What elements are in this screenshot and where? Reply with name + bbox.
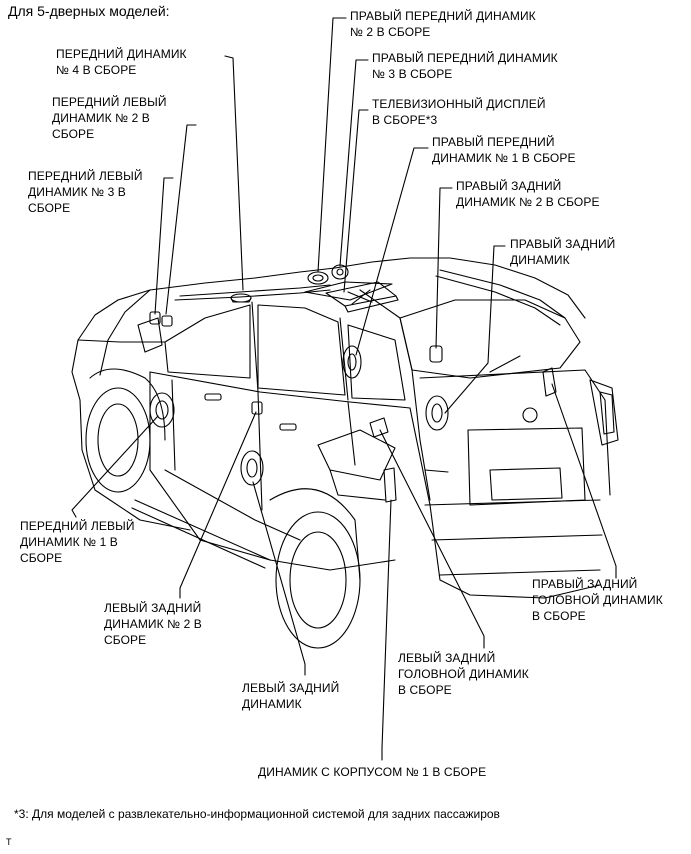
label-front-left-speaker-1: ПЕРЕДНИЙ ЛЕВЫЙ ДИНАМИК № 1 В СБОРЕ: [20, 519, 135, 565]
label-right-rear-speaker: ПРАВЫЙ ЗАДНИЙ ДИНАМИК: [510, 237, 616, 267]
corner-mark: T: [6, 837, 12, 847]
label-front-left-speaker-2: ПЕРЕДНИЙ ЛЕВЫЙ ДИНАМИК № 2 В СБОРЕ: [52, 95, 167, 141]
label-right-front-speaker-2: ПРАВЫЙ ПЕРЕДНИЙ ДИНАМИК № 2 В СБОРЕ: [350, 9, 536, 39]
label-left-rear-speaker-2: ЛЕВЫЙ ЗАДНИЙ ДИНАМИК № 2 В СБОРЕ: [104, 601, 202, 647]
leader-lines: [71, 17, 617, 761]
label-front-left-speaker-3: ПЕРЕДНИЙ ЛЕВЫЙ ДИНАМИК № 3 В СБОРЕ: [28, 169, 143, 215]
label-right-front-speaker-3: ПРАВЫЙ ПЕРЕДНИЙ ДИНАМИК № 3 В СБОРЕ: [372, 51, 558, 81]
label-right-front-speaker-1: ПРАВЫЙ ПЕРЕДНИЙ ДИНАМИК № 1 В СБОРЕ: [432, 135, 576, 165]
vehicle-body: [71, 257, 619, 649]
diagram-header: Для 5-дверных моделей:: [8, 3, 170, 19]
label-right-rear-head-speaker: ПРАВЫЙ ЗАДНИЙ ГОЛОВНОЙ ДИНАМИК В СБОРЕ: [532, 577, 663, 623]
footnote: *3: Для моделей с развлекательно-информа…: [14, 807, 500, 821]
label-left-rear-speaker: ЛЕВЫЙ ЗАДНИЙ ДИНАМИК: [242, 681, 340, 711]
label-front-speaker-4: ПЕРЕДНИЙ ДИНАМИК № 4 В СБОРЕ: [56, 47, 187, 77]
label-tv-display: ТЕЛЕВИЗИОННЫЙ ДИСПЛЕЙ В СБОРЕ*3: [372, 97, 546, 127]
label-box-speaker-1: ДИНАМИК С КОРПУСОМ № 1 В СБОРЕ: [258, 765, 487, 779]
label-right-rear-speaker-2: ПРАВЫЙ ЗАДНИЙ ДИНАМИК № 2 В СБОРЕ: [456, 179, 600, 209]
label-left-rear-head-speaker: ЛЕВЫЙ ЗАДНИЙ ГОЛОВНОЙ ДИНАМИК В СБОРЕ: [398, 651, 529, 697]
